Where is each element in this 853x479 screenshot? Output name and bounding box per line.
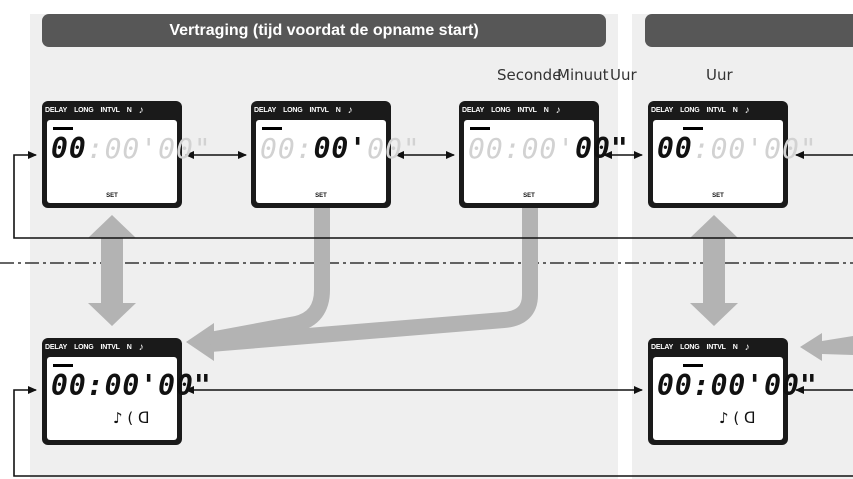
lcd-status-bar: DELAY LONG INTVL N ♪ [42, 338, 182, 357]
lcd-cursor-underline [683, 364, 703, 367]
lcd-cursor-underline [262, 127, 282, 130]
lcd-label-intvl: INTVL [100, 344, 120, 351]
lcd-digits: 00:00'00" [260, 132, 421, 165]
lcd-label-long: LONG [680, 107, 700, 114]
header-delay: Vertraging (tijd voordat de opname start… [42, 14, 606, 47]
lcd-label-long: LONG [491, 107, 511, 114]
lcd-label-n: N [335, 107, 341, 114]
lcd-display-hours: DELAY LONG INTVL N ♪ 00:00'00" SET [42, 101, 211, 208]
loop-line-top [13, 151, 853, 239]
lcd-display-result-right: DELAY LONG INTVL N ♪ 00:00'00" ♪ ( ᗡ [648, 338, 817, 445]
gray-curve-from-seconds [209, 207, 538, 352]
lcd-label-n: N [732, 107, 738, 114]
lcd-set-label: SET [315, 193, 327, 199]
lcd-digits: 00:00'00" [657, 369, 818, 402]
lcd-label-delay: DELAY [45, 344, 68, 351]
lcd-bracket-indicator: ♪ ( ᗡ [113, 409, 150, 427]
lcd-screen: 00:00'00" SET [47, 120, 211, 203]
lcd-status-bar: DELAY LONG INTVL N ♪ [459, 101, 599, 120]
lcd-display-result-left: DELAY LONG INTVL N ♪ 00:00'00" ♪ ( ᗡ [42, 338, 211, 445]
lcd-display-hours-right: DELAY LONG INTVL N ♪ 00:00'00" SET [648, 101, 817, 208]
gray-double-arrow-left [88, 215, 136, 326]
lcd-label-delay: DELAY [651, 107, 674, 114]
lcd-cursor-underline [53, 127, 73, 130]
lcd-digits: 00:00'00" [51, 132, 212, 165]
lcd-label-intvl: INTVL [100, 107, 120, 114]
lcd-label-long: LONG [680, 344, 700, 351]
lcd-status-bar: DELAY LONG INTVL N ♪ [648, 338, 788, 357]
lcd-screen: 00:00'00" SET [464, 120, 628, 203]
lcd-set-label: SET [106, 193, 118, 199]
note-icon: ♪ [138, 342, 144, 353]
lcd-digits: 00:00'00" [657, 132, 818, 165]
label-hour-1: Uur [610, 66, 637, 84]
lcd-label-delay: DELAY [254, 107, 277, 114]
label-minutes: Minuut [557, 66, 609, 84]
lcd-label-long: LONG [74, 107, 94, 114]
lcd-screen: 00:00'00" SET [653, 120, 817, 203]
lcd-label-intvl: INTVL [706, 107, 726, 114]
gray-arrow-right-edge [800, 333, 853, 361]
lcd-label-intvl: INTVL [309, 107, 329, 114]
lcd-cursor-underline [470, 127, 490, 130]
lcd-cursor-underline [683, 127, 703, 130]
lcd-label-n: N [732, 344, 738, 351]
lcd-label-intvl: INTVL [706, 344, 726, 351]
lcd-label-delay: DELAY [651, 344, 674, 351]
note-icon: ♪ [744, 105, 750, 116]
note-icon: ♪ [347, 105, 353, 116]
lcd-label-n: N [543, 107, 549, 114]
lcd-status-bar: DELAY LONG INTVL N ♪ [251, 101, 391, 120]
lcd-label-n: N [126, 107, 132, 114]
lcd-label-delay: DELAY [45, 107, 68, 114]
label-seconds: Seconde [497, 66, 562, 84]
lcd-digits: 00:00'00" [51, 369, 212, 402]
lcd-set-label: SET [712, 193, 724, 199]
lcd-cursor-underline [53, 364, 73, 367]
lcd-digits: 00:00'00" [468, 132, 629, 165]
gray-curve-from-minutes [208, 207, 330, 348]
label-hour-2: Uur [706, 66, 733, 84]
lcd-bracket-indicator: ♪ ( ᗡ [719, 409, 756, 427]
lcd-screen: 00:00'00" ♪ ( ᗡ [47, 357, 211, 440]
lcd-label-intvl: INTVL [517, 107, 537, 114]
gray-double-arrow-right [690, 215, 738, 326]
lcd-status-bar: DELAY LONG INTVL N ♪ [648, 101, 788, 120]
lcd-display-minutes: DELAY LONG INTVL N ♪ 00:00'00" SET [251, 101, 420, 208]
lcd-screen: 00:00'00" ♪ ( ᗡ [653, 357, 817, 440]
lcd-label-long: LONG [74, 344, 94, 351]
header-right [645, 14, 853, 47]
lcd-label-n: N [126, 344, 132, 351]
note-icon: ♪ [138, 105, 144, 116]
lcd-screen: 00:00'00" SET [256, 120, 420, 203]
lcd-display-seconds: DELAY LONG INTVL N ♪ 00:00'00" SET [459, 101, 628, 208]
lcd-label-delay: DELAY [462, 107, 485, 114]
lcd-status-bar: DELAY LONG INTVL N ♪ [42, 101, 182, 120]
note-icon: ♪ [555, 105, 561, 116]
loop-line-bottom [13, 386, 853, 477]
lcd-label-long: LONG [283, 107, 303, 114]
note-icon: ♪ [744, 342, 750, 353]
gray-arrowhead-merge [186, 323, 214, 361]
lcd-set-label: SET [523, 193, 535, 199]
